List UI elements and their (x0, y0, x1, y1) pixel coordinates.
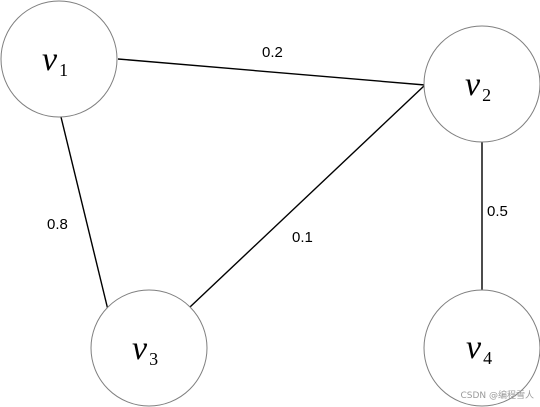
edge-v1-v2 (117, 58, 426, 86)
node-v1-circle (0, 0, 118, 118)
node-v2-circle (423, 25, 540, 143)
edge-weight-v1-v2: 0.2 (262, 44, 283, 61)
edge-v2-v3 (189, 84, 426, 308)
edge-weight-v2-v3: 0.1 (292, 229, 313, 246)
node-v4-circle (423, 289, 540, 407)
node-v3-circle (90, 289, 208, 407)
edge-weight-v1-v3: 0.8 (47, 216, 68, 233)
edge-v1-v3 (60, 116, 109, 311)
edge-weight-v2-v4: 0.5 (487, 203, 508, 220)
watermark: CSDN @编程雪人 (460, 391, 534, 401)
